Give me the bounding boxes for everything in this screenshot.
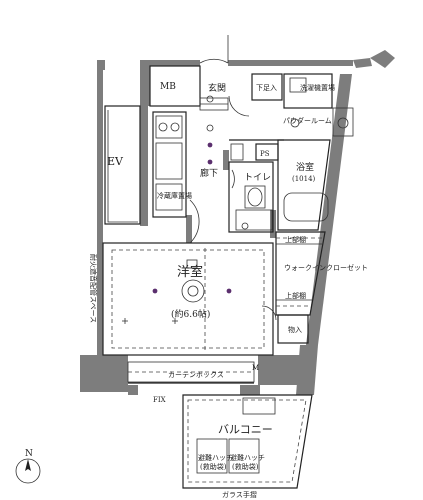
structural-walls [80, 50, 395, 395]
toilet-label: トイレ [244, 173, 271, 183]
storage-label: 物入 [288, 325, 302, 334]
glass-railing-label: ガラス手摺 [222, 490, 257, 499]
doors [189, 35, 277, 321]
hatch-label-2: 避難ハッチ [230, 453, 265, 462]
hatch-label-1: 避難ハッチ [198, 453, 233, 462]
m-mark: M [252, 364, 259, 372]
upper-shelf-label-1: 上部棚 [285, 235, 306, 244]
fridge-area-label: 冷蔵庫置場 [157, 191, 192, 200]
washer-area-label: 洗濯機置場 [300, 83, 335, 92]
balcony-label: バルコニー [218, 423, 273, 436]
walk-in-closet-label: ウォークインクローゼット [284, 263, 368, 272]
room-labels: MB EV 玄関 下足入 洗濯機置場 パウダールーム 廊下 トイレ 浴室 (10… [25, 82, 368, 499]
corridor-label: 廊下 [200, 167, 218, 179]
hatch-label-1b: (救助袋) [200, 462, 227, 471]
hatch-label-2b: (救助袋) [232, 462, 259, 471]
bathroom-label: 浴室 [296, 161, 314, 173]
shoe-storage-label: 下足入 [256, 84, 277, 92]
fire-pipe-label: 耐火遮音配管スペース [89, 254, 98, 323]
curtain-box-label: カーテンボックス [168, 371, 224, 379]
compass-icon [15, 458, 41, 484]
entrance-label: 玄関 [208, 82, 226, 94]
mb-label: MB [160, 82, 176, 92]
bathroom-size: (1014) [292, 175, 316, 183]
western-room-size: (約6.6帖) [171, 308, 210, 320]
plan-lines [102, 65, 354, 489]
ev-label: EV [107, 155, 124, 168]
powder-room-label: パウダールーム [283, 116, 332, 125]
ps-label: PS [260, 150, 270, 158]
upper-shelf-label-2: 上部棚 [285, 291, 306, 300]
western-room-label: 洋室 [177, 264, 203, 280]
fix-label: FIX [153, 396, 166, 404]
fixtures [122, 95, 300, 324]
compass-n-label: N [25, 449, 33, 459]
